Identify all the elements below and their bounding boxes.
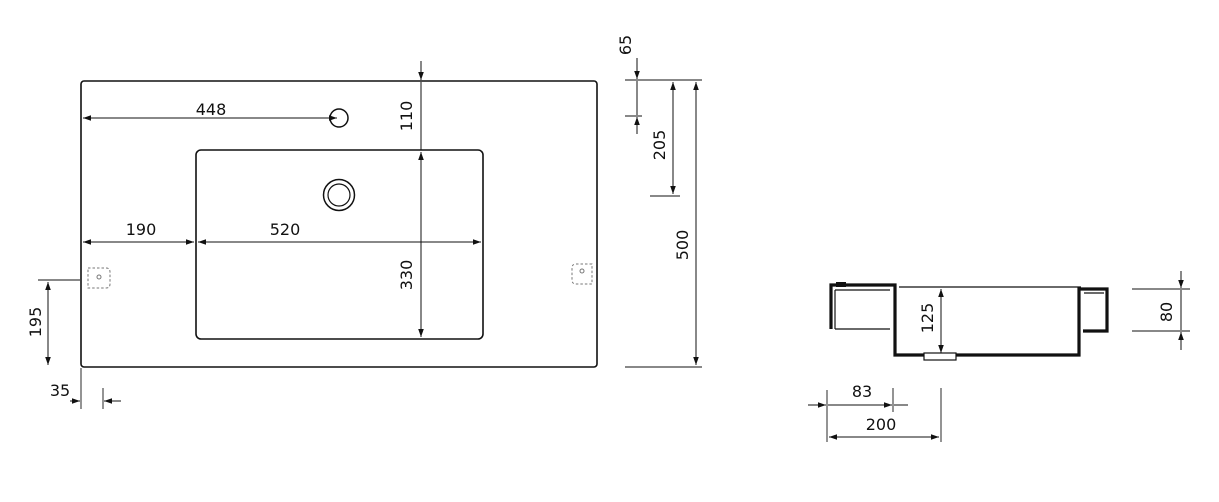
dim-330-label: 330 [397,260,416,291]
dim-35: 35 [50,368,121,409]
section-profile [829,282,1109,361]
dim-80-label: 80 [1157,302,1176,322]
dim-520-label: 520 [270,220,301,239]
left-mount-bracket-icon [87,267,111,289]
dim-125: 125 [918,289,944,353]
dim-200-label: 200 [866,415,897,434]
countertop-outline [80,80,598,368]
dim-190-label: 190 [126,220,157,239]
dim-65: 65 [616,35,640,134]
dim-330: 330 [397,152,424,337]
section-view: 125 80 83 200 [808,271,1190,442]
dim-65-label: 65 [616,35,635,55]
dim-125-label: 125 [918,303,937,334]
right-mount-bracket-icon [571,263,593,285]
right-dimensions: 65 205 500 [616,35,702,368]
dim-190: 190 [83,220,194,245]
dim-448-label: 448 [196,100,227,119]
dim-200: 200 [829,388,942,442]
dim-520: 520 [198,220,481,245]
dim-195: 195 [26,279,80,365]
dim-80: 80 [1132,271,1190,350]
dim-205-label: 205 [650,130,669,161]
drain-icon [322,178,356,212]
dim-500: 500 [673,82,699,365]
dim-500-label: 500 [673,230,692,261]
dim-110: 110 [397,61,424,150]
dim-195-label: 195 [26,307,45,338]
dim-448: 448 [83,100,337,121]
dim-110-label: 110 [397,101,416,132]
dim-35-label: 35 [50,381,70,400]
top-view: 448 110 330 190 520 195 [26,61,598,409]
dim-205: 205 [650,82,676,194]
bowl-outline [195,149,484,340]
dim-83-label: 83 [852,382,872,401]
dim-83: 83 [808,382,908,442]
